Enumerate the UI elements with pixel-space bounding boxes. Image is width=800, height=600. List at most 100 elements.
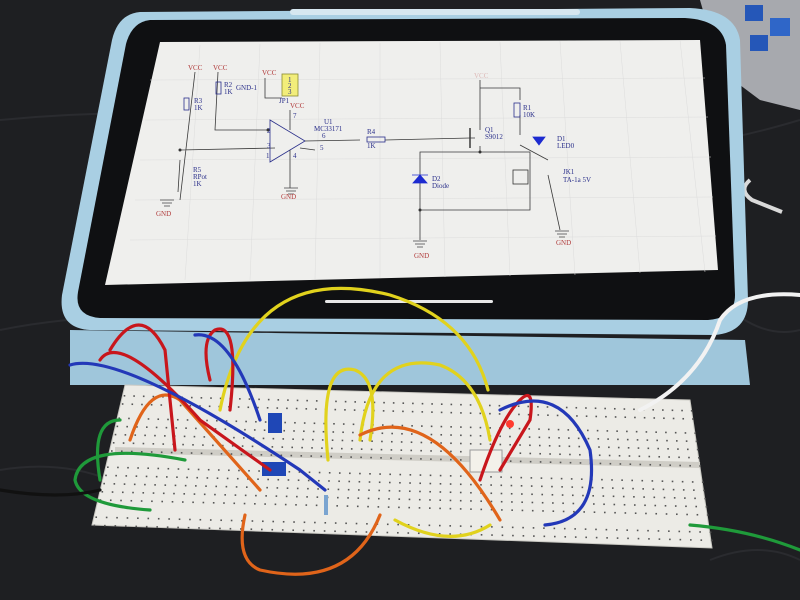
breadboard-hole [571, 486, 574, 488]
breadboard-hole [517, 405, 520, 408]
breadboard-hole [511, 509, 513, 511]
breadboard-hole [199, 405, 201, 407]
breadboard-hole [431, 403, 433, 405]
breadboard-hole [669, 538, 671, 541]
breadboard-hole [190, 452, 193, 454]
breadboard-holes [93, 395, 713, 542]
breadboard-hole [407, 524, 410, 526]
breadboard-hole [618, 454, 621, 457]
breadboard-hole [616, 537, 619, 539]
breadboard-hole [573, 510, 575, 513]
breadboard-hole [684, 432, 687, 434]
breadboard-hole [571, 494, 574, 497]
breadboard-hole [193, 435, 196, 438]
breadboard-hole [361, 440, 363, 442]
breadboard-hole [669, 464, 672, 467]
breadboard-hole [147, 418, 150, 420]
breadboard-hole [223, 502, 225, 504]
breadboard-hole [527, 405, 530, 408]
breadboard-hole [368, 481, 371, 483]
breadboard-hole [387, 506, 390, 508]
breadboard-hole [480, 484, 482, 486]
breadboard-hole [543, 535, 546, 538]
breadboard-hole [553, 535, 556, 538]
breadboard-hole [126, 425, 128, 428]
breadboard-hole [450, 458, 452, 461]
opamp-u1 [269, 119, 306, 163]
breadboard-hole [305, 408, 308, 410]
breadboard-hole [355, 530, 357, 533]
breadboard-hole [672, 488, 675, 491]
breadboard-hole [341, 447, 343, 450]
wire-orange [358, 425, 502, 522]
breadboard-hole [296, 487, 299, 490]
breadboard-hole [520, 485, 523, 487]
breadboard-hole [95, 516, 98, 518]
breadboard-hole [410, 449, 413, 452]
breadboard-hole [633, 496, 635, 498]
breadboard-hole [230, 453, 233, 455]
breadboard-hole [196, 476, 199, 479]
breadboard-hole [284, 503, 287, 506]
breadboard-hole [161, 500, 164, 503]
breadboard-hole [214, 428, 217, 430]
breadboard-hole [489, 443, 492, 446]
breadboard-hole [651, 480, 654, 482]
breadboard-hole [470, 525, 472, 528]
breadboard-hole [538, 428, 540, 430]
breadboard-hole [479, 435, 482, 437]
breadboard-hole [133, 395, 135, 397]
breadboard-hole [509, 435, 511, 438]
breadboard-hole [282, 520, 285, 523]
breadboard-hole [210, 452, 213, 455]
breadboard-hole [160, 404, 163, 406]
breadboard-hole [237, 406, 240, 408]
breadboard-hole [706, 514, 709, 516]
breadboard-hole [173, 492, 175, 495]
breadboard-hole [380, 457, 382, 459]
breadboard-hole [402, 410, 404, 413]
breadboard-hole [679, 464, 681, 467]
breadboard-hole [306, 399, 308, 402]
breadboard-hole [420, 458, 422, 460]
breadboard-hole [522, 535, 525, 537]
u1-pin: 7 [293, 112, 297, 120]
breadboard-hole [295, 407, 298, 410]
breadboard-hole [140, 500, 143, 502]
breadboard-hole [341, 439, 344, 442]
breadboard-hole [281, 446, 284, 448]
breadboard-hole [440, 403, 443, 405]
breadboard-hole [480, 508, 483, 511]
wire-black [0, 488, 102, 497]
breadboard-hole [417, 532, 420, 535]
breadboard-hole [263, 429, 266, 432]
breadboard-hole [166, 476, 168, 478]
breadboard-hole [297, 479, 300, 482]
breadboard-hole [419, 474, 422, 476]
breadboard-hole [676, 513, 678, 516]
breadboard-hole [241, 519, 243, 522]
breadboard-hole [258, 470, 260, 472]
breadboard-hole [215, 485, 218, 488]
breadboard-hole [419, 482, 422, 485]
breadboard-hole [561, 494, 564, 496]
breadboard-hole [603, 511, 606, 514]
breadboard-hole [418, 498, 421, 501]
breadboard-hole [623, 503, 626, 506]
breadboard-hole [624, 512, 627, 514]
breadboard-hole [267, 478, 269, 481]
breadboard-hole [439, 524, 441, 527]
breadboard-hole [695, 505, 698, 508]
breadboard-hole [145, 426, 148, 428]
breadboard-hole [598, 454, 601, 457]
wire-orange [240, 513, 382, 576]
led-lit [506, 420, 514, 428]
breadboard-hole [193, 493, 196, 495]
resistor-r3 [183, 97, 190, 111]
breadboard-hole [224, 494, 226, 496]
breadboard-hole [479, 443, 482, 445]
breadboard-hole [579, 453, 581, 456]
breadboard-hole [317, 488, 319, 490]
breadboard-hole [202, 501, 205, 504]
breadboard-hole [603, 503, 605, 506]
